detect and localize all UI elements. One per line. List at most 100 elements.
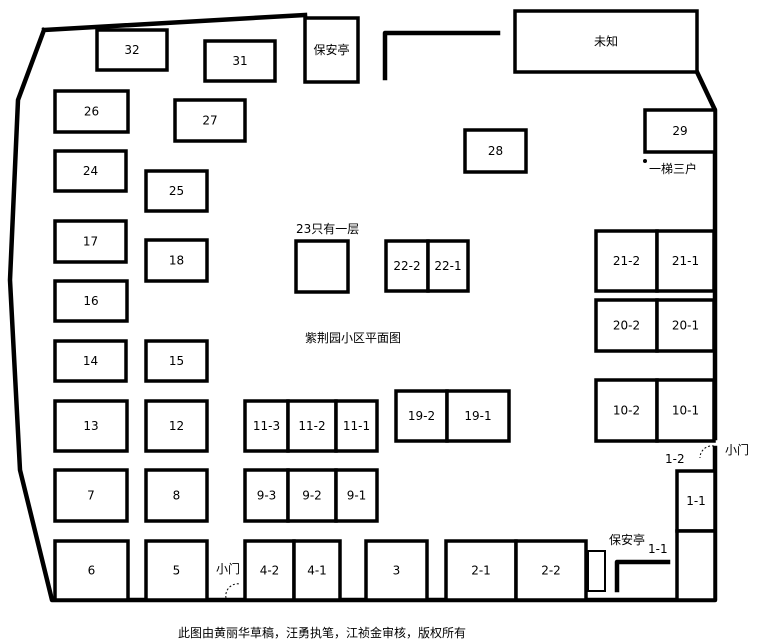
building-10-1[interactable]	[655, 378, 716, 443]
building-label-b7: 7	[87, 489, 95, 503]
building-21-2[interactable]	[594, 229, 659, 293]
building-8[interactable]	[144, 468, 209, 523]
building-4-1[interactable]	[292, 539, 342, 602]
side-gate-bottom-label: 小门	[216, 561, 240, 576]
building-28[interactable]	[463, 128, 528, 174]
building-label-b18: 18	[169, 254, 184, 268]
building-23-note: 23只有一层	[296, 222, 359, 236]
one-ladder-three-note: 一梯三户	[649, 161, 697, 176]
building-32[interactable]	[95, 28, 169, 72]
building-29[interactable]	[643, 108, 717, 154]
building-label-b13: 13	[83, 419, 98, 433]
building-16[interactable]	[53, 279, 129, 323]
building-label-b25: 25	[169, 184, 184, 198]
building-label-b31: 31	[232, 54, 247, 68]
building-label-b16: 16	[83, 294, 98, 308]
building-22-1[interactable]	[426, 239, 470, 293]
building-label-b32: 32	[124, 43, 139, 57]
building-label-b17: 17	[83, 235, 98, 249]
building-1-2[interactable]	[675, 469, 717, 533]
building-label-b9_2: 9-2	[302, 489, 322, 503]
entrance-barrier	[614, 559, 671, 593]
building-label-b19_2: 19-2	[408, 409, 435, 423]
building-label-b27: 27	[202, 114, 217, 128]
building-label-b28: 28	[488, 144, 503, 158]
building-12[interactable]	[144, 399, 209, 453]
buildings	[53, 9, 717, 602]
building-label-b10_2: 10-2	[613, 404, 640, 418]
building-label-b19_1: 19-1	[464, 409, 491, 423]
building-label-b11_2: 11-2	[298, 419, 325, 433]
building-18[interactable]	[144, 238, 209, 283]
building-21-1[interactable]	[655, 229, 716, 293]
building-10-2[interactable]	[594, 378, 659, 443]
building-label-b12: 12	[169, 419, 184, 433]
building-27[interactable]	[173, 98, 247, 143]
building-label-b11_3: 11-3	[253, 419, 280, 433]
building-5[interactable]	[144, 539, 209, 602]
building-label-b6: 6	[88, 564, 96, 578]
guard-booth-bottom[interactable]	[587, 550, 606, 592]
building-label-b5: 5	[173, 564, 181, 578]
building-label-b24: 24	[83, 164, 98, 178]
building-labels: 32 31 保安亭 未知 26 27 29 28 24 25 17 18 22-2 22-1 21-2 21-…	[83, 35, 706, 578]
building-label-unknown: 未知	[594, 35, 618, 49]
building-13[interactable]	[53, 399, 129, 453]
building-11-2[interactable]	[286, 399, 338, 453]
building-20-2[interactable]	[594, 298, 659, 353]
building-15[interactable]	[144, 339, 209, 383]
building-label-b21_2: 21-2	[613, 254, 640, 268]
building-label-b3: 3	[393, 564, 401, 578]
building-6[interactable]	[53, 539, 130, 602]
side-gate-label: 小门	[725, 442, 749, 457]
building-26[interactable]	[53, 89, 130, 134]
building-label-b8: 8	[173, 489, 181, 503]
building-label-b29: 29	[672, 124, 687, 138]
building-9-1[interactable]	[334, 468, 379, 523]
building-label-b22_1: 22-1	[434, 259, 461, 273]
building-label-b26: 26	[84, 105, 99, 119]
building-label-b9_1: 9-1	[347, 489, 367, 503]
entrance-dot-icon	[643, 159, 647, 163]
building-label-b2_1: 2-1	[471, 564, 491, 578]
building-31[interactable]	[203, 39, 277, 83]
gate-1-2-label: 1-2	[665, 452, 685, 466]
credit-line: 此图由黄丽华草稿，汪勇执笔，江祯金审核，版权所有	[178, 625, 466, 640]
building-7[interactable]	[53, 468, 129, 523]
building-label-b15: 15	[169, 354, 184, 368]
building-11-1[interactable]	[334, 399, 379, 453]
building-24[interactable]	[53, 149, 128, 193]
building-2-2[interactable]	[514, 539, 588, 602]
building-label-b4_1: 4-1	[307, 564, 327, 578]
guard-booth-top[interactable]	[303, 16, 360, 84]
building-17[interactable]	[53, 219, 128, 264]
building-label-b10_1: 10-1	[672, 404, 699, 418]
map-title: 紫荆园小区平面图	[305, 331, 401, 345]
building-unknown[interactable]	[513, 9, 699, 74]
guard-booth-bottom-label: 保安亭	[609, 532, 645, 547]
building-label-b9_3: 9-3	[257, 489, 277, 503]
building-2-1[interactable]	[444, 539, 518, 602]
gate-1-1-label: 1-1	[648, 542, 668, 556]
side-gate-arc-right	[699, 445, 715, 459]
building-label-b20_2: 20-2	[613, 319, 640, 333]
building-23[interactable]	[294, 239, 350, 294]
building-22-2[interactable]	[384, 239, 430, 293]
building-20-1[interactable]	[655, 298, 716, 353]
building-label-b21_1: 21-1	[672, 254, 699, 268]
building-19-1[interactable]	[445, 389, 511, 443]
building-label-b2_2: 2-2	[541, 564, 561, 578]
side-gate-arc-bottom	[225, 583, 241, 599]
building-label-b1_1: 1-1	[686, 494, 706, 508]
building-label-b20_1: 20-1	[672, 319, 699, 333]
building-25[interactable]	[144, 169, 209, 213]
building-3[interactable]	[364, 539, 429, 602]
north-wall-segment	[382, 30, 501, 81]
building-label-guard_top: 保安亭	[313, 42, 349, 57]
building-14[interactable]	[53, 339, 128, 383]
building-label-b22_2: 22-2	[393, 259, 420, 273]
building-label-b11_1: 11-1	[343, 419, 370, 433]
building-1-1[interactable]	[675, 529, 717, 602]
building-label-b14: 14	[83, 354, 98, 368]
